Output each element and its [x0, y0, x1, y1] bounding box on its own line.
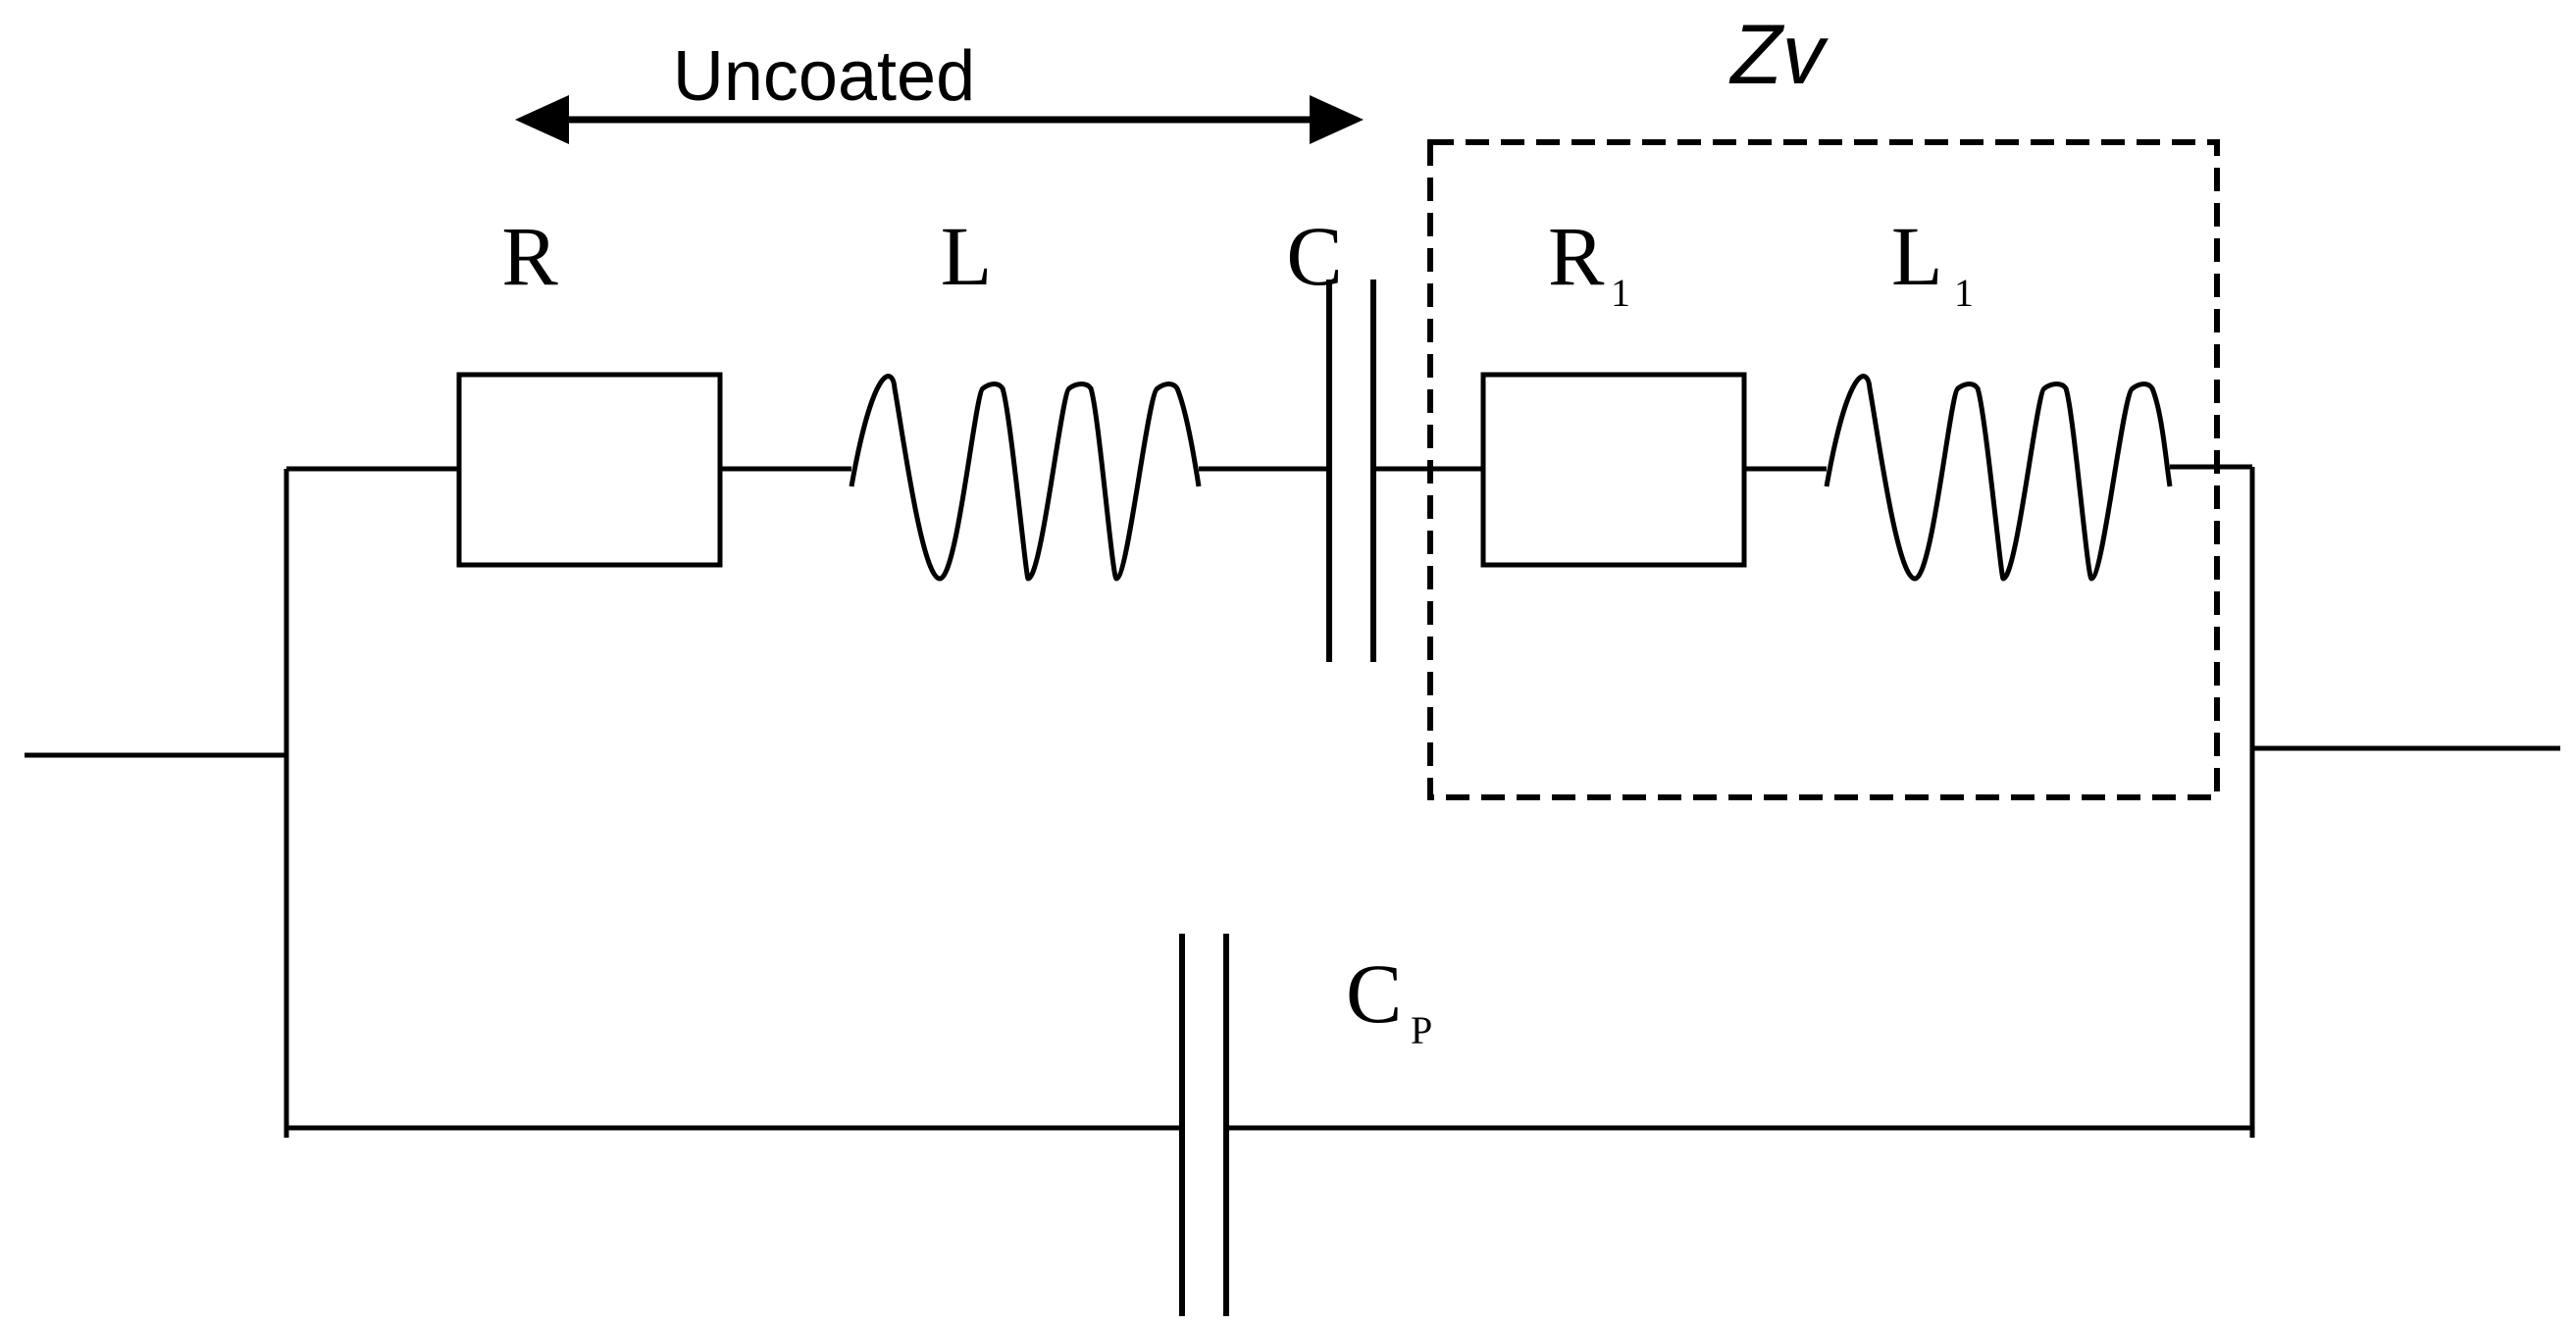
- zv-label: Zv: [1728, 8, 1829, 102]
- svg-text:1: 1: [1954, 271, 1974, 315]
- r-label: R: [501, 209, 558, 303]
- inductor-l1: [1824, 374, 2173, 582]
- cp-label: C P: [1346, 946, 1432, 1052]
- l1-label: L 1: [1891, 209, 1974, 315]
- uncoated-label: Uncoated: [673, 37, 975, 116]
- svg-text:R: R: [1548, 209, 1605, 303]
- svg-text:L: L: [1891, 209, 1943, 303]
- svg-text:C: C: [1346, 946, 1402, 1041]
- l-label: L: [941, 209, 993, 303]
- svg-text:1: 1: [1611, 271, 1630, 315]
- resistor-r1: [1480, 372, 1747, 568]
- uncoated-arrow: [515, 95, 1364, 144]
- resistor-r: [456, 372, 723, 568]
- r1-label: R 1: [1548, 209, 1630, 315]
- inductor-l: [849, 374, 1202, 582]
- capacitor-cp: [1179, 934, 1229, 1316]
- svg-text:P: P: [1411, 1008, 1432, 1052]
- c-label: C: [1286, 209, 1342, 303]
- capacitor-c: [1326, 280, 1376, 662]
